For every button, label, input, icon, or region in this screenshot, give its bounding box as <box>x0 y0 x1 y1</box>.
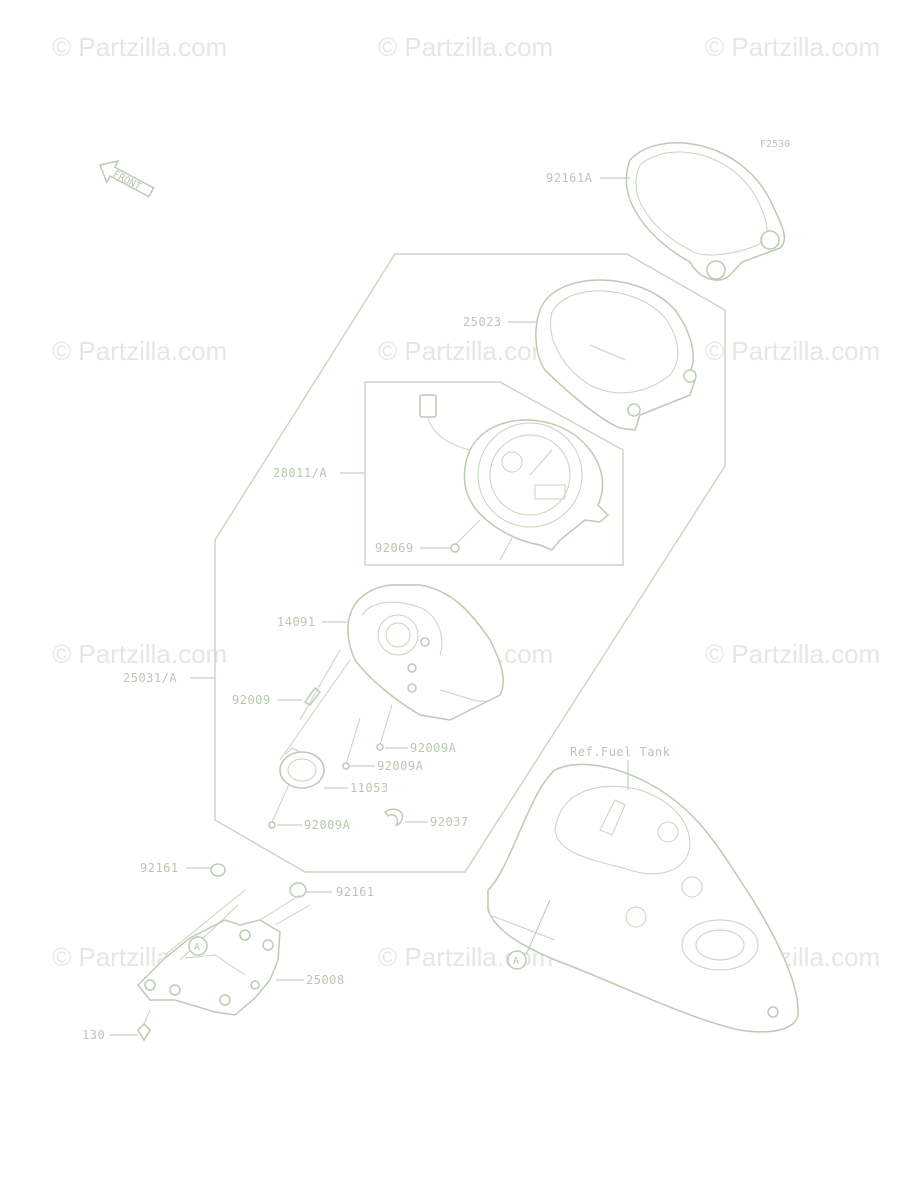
watermark: © Partzilla.com <box>705 32 880 62</box>
watermark: © Partzilla.com <box>705 336 880 366</box>
callout-92161a: 92161A <box>546 171 593 185</box>
diagram-code: F2530 <box>760 139 790 150</box>
watermark: © Partzilla.com <box>52 32 227 62</box>
lens-gasket-ring <box>625 141 786 281</box>
marker-a-fuel-tank: A <box>507 950 527 970</box>
callout-92009: 92009 <box>232 693 271 707</box>
fuel-tank-cover <box>487 763 799 1033</box>
callout-92161-right: 92161 <box>336 885 375 899</box>
speedometer <box>419 394 610 561</box>
watermark: © Partzilla.com <box>378 32 553 62</box>
front-arrow-icon: FRONT <box>98 159 155 198</box>
grommet-92161-right <box>289 882 307 898</box>
meter-cover <box>535 279 697 431</box>
bracket-25008 <box>136 889 311 1016</box>
callout-130: 130 <box>82 1028 105 1042</box>
callout-11053: 11053 <box>350 781 389 795</box>
callout-92009a-lower: 92009A <box>304 818 351 832</box>
watermarks: © Partzilla.com © Partzilla.com © Partzi… <box>52 32 880 972</box>
screw-92009 <box>303 686 322 706</box>
screw-guide-line <box>299 649 341 721</box>
watermark: © Partzilla.com <box>52 336 227 366</box>
grommet-92161-left <box>210 863 226 877</box>
gasket-11053 <box>279 747 325 789</box>
marker-a-leader <box>525 899 551 956</box>
assembly-outline <box>214 253 726 873</box>
bolt-130 <box>137 1009 151 1042</box>
clip-92037 <box>383 808 404 827</box>
screw-guide-line <box>279 659 351 761</box>
callout-25031a: 25031/A <box>123 671 177 685</box>
callout-92009a-upper: 92009A <box>410 741 457 755</box>
meter-subassembly-box <box>364 381 624 566</box>
callout-leaders <box>110 177 630 1036</box>
callout-92161-left: 92161 <box>140 861 179 875</box>
watermark: © Partzilla.com <box>705 639 880 669</box>
callout-92037: 92037 <box>430 815 469 829</box>
marker-a-label: A <box>194 942 200 953</box>
callout-14091: 14091 <box>277 615 316 629</box>
front-arrow-label: FRONT <box>111 169 143 193</box>
callout-92069: 92069 <box>375 541 414 555</box>
marker-a-bracket: A <box>188 936 208 956</box>
callout-25023: 25023 <box>463 315 502 329</box>
meter-housing <box>347 584 504 721</box>
watermark: © Partzilla.com <box>378 336 553 366</box>
callout-92009a-middle: 92009A <box>377 759 424 773</box>
callout-25008: 25008 <box>306 973 345 987</box>
speedometer-connector <box>419 394 471 451</box>
screw-92009a-upper <box>376 704 393 751</box>
screw-92069 <box>450 543 460 553</box>
callout-ref-fuel-tank: Ref.Fuel Tank <box>570 745 671 759</box>
screw-92009a-middle <box>342 717 361 770</box>
marker-a-label: A <box>513 956 519 967</box>
callout-labels: 92161A 25023 28011/A 92069 14091 25031/A… <box>82 171 671 1042</box>
watermark: © Partzilla.com <box>52 639 227 669</box>
callout-28011a: 28011/A <box>273 466 327 480</box>
